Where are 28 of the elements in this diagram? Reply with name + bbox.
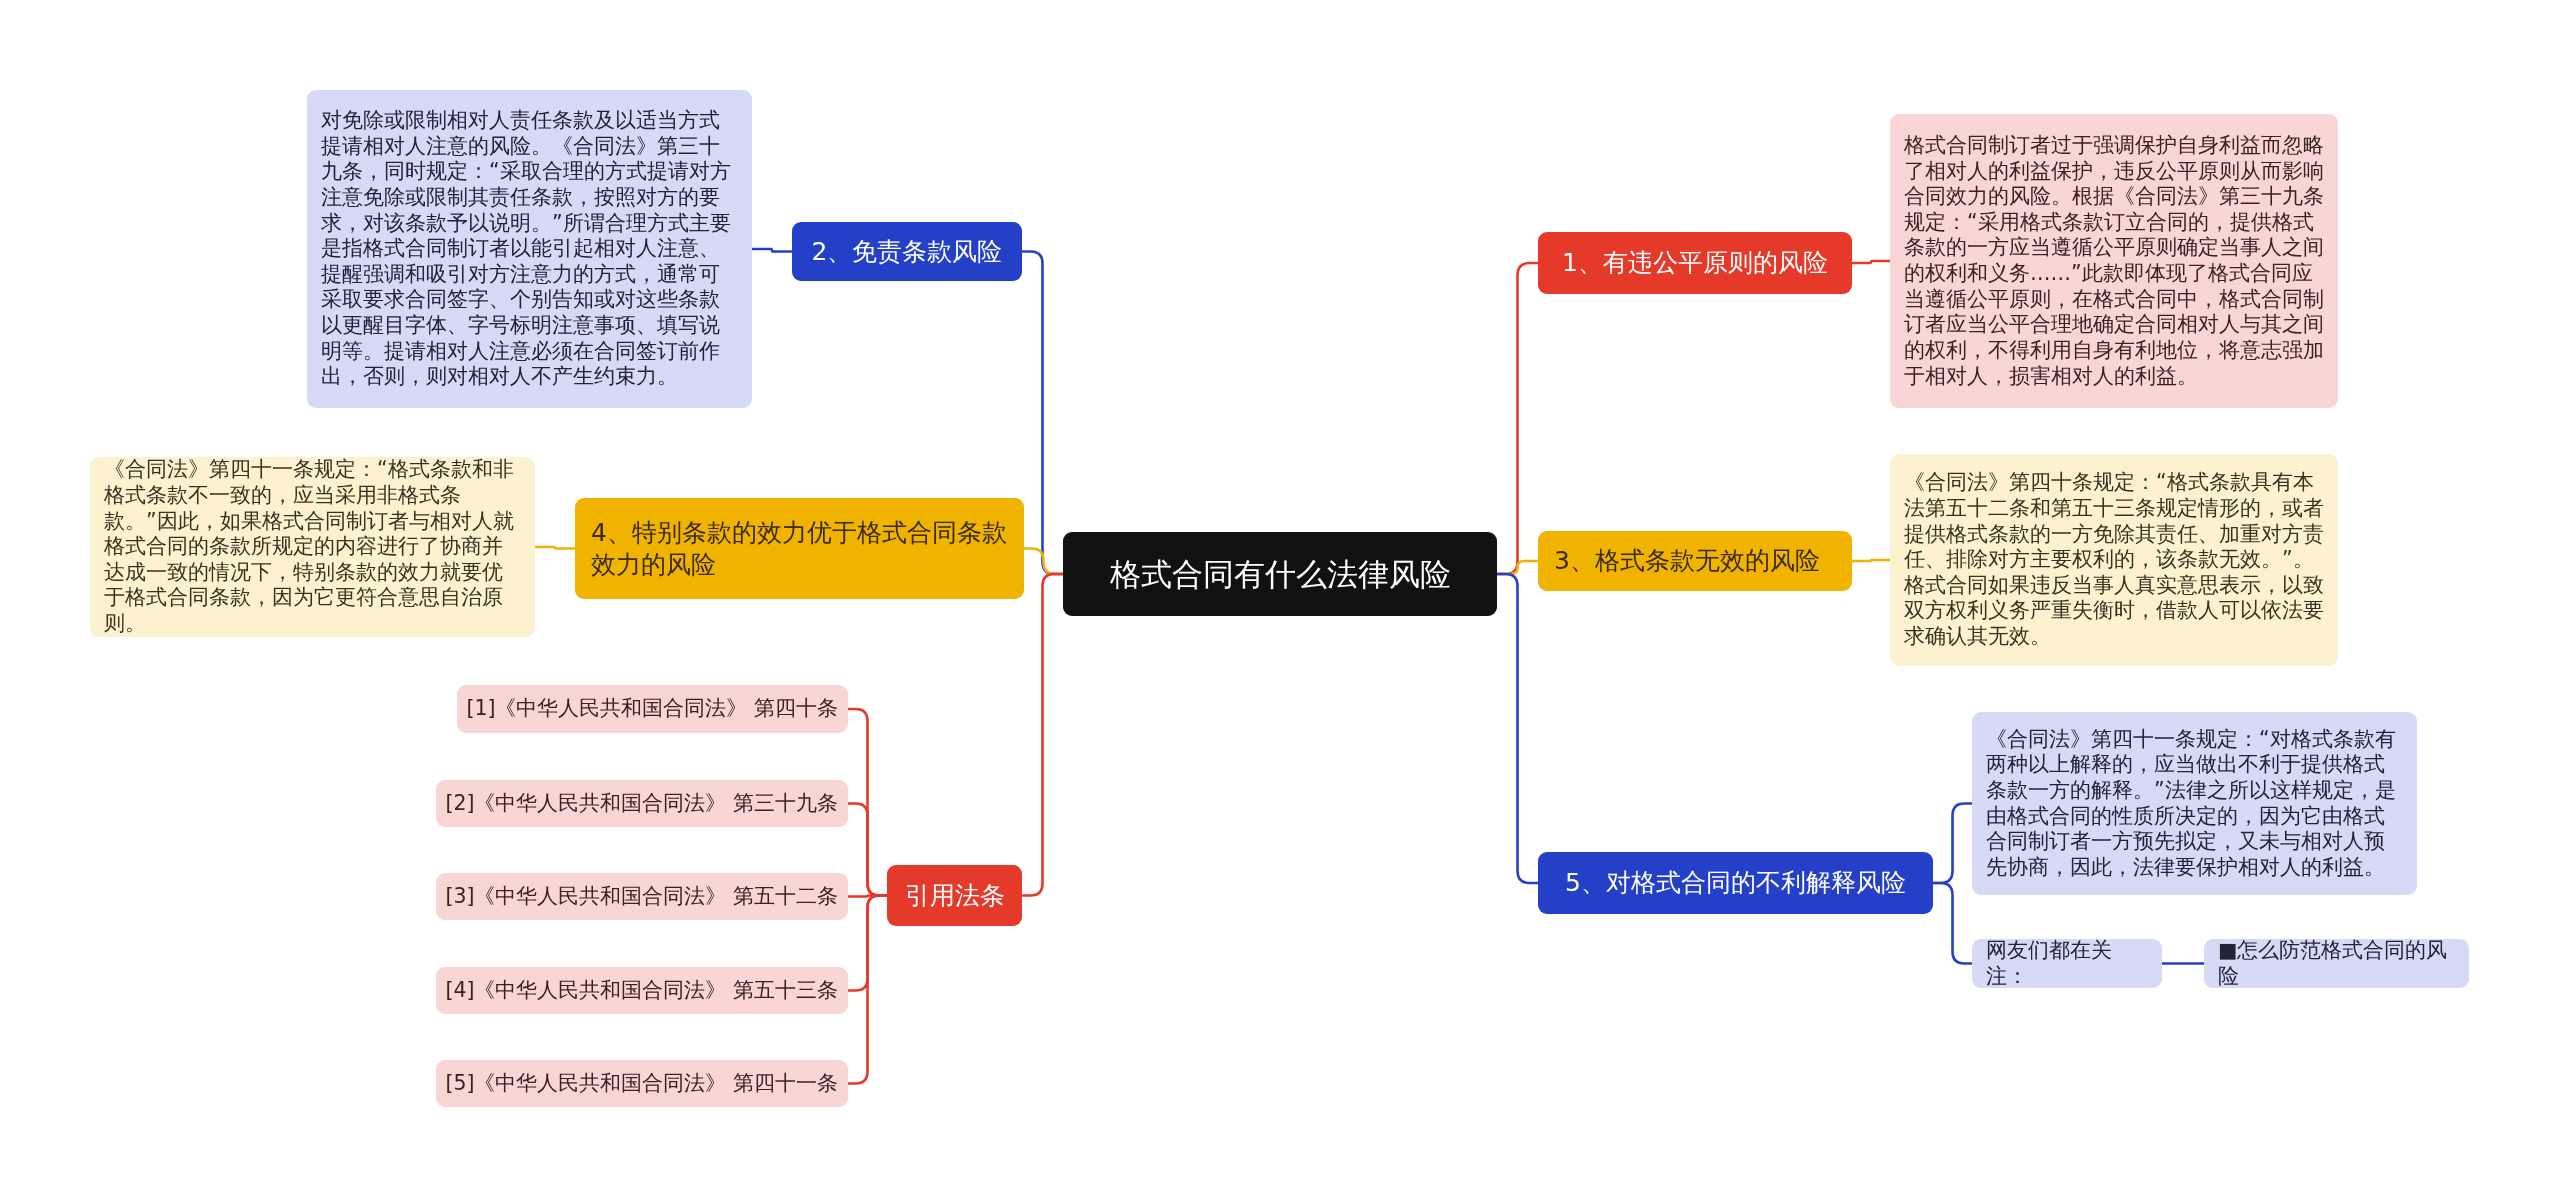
note-box: 格式合同制订者过于强调保护自身利益而忽略了相对人的利益保护，违反公平原则从而影响合同效力的风险。根据《合同法》第三十九条规定：“采用格式条款订立合同的，提供格式条款的一方应当遵循公平原则确定当事人之间的权利和义务……”此款即体现了格式合同应当遵循公平原则，在格式合同中，格式合同制订者应当公平合理地确定合同相对人与其之间的权利，不得利用自身有利地位，将意志强加于相对人，损害相对人的利益。 [1890,114,2338,408]
note-box: 对免除或限制相对人责任条款及以适当方式提请相对人注意的风险。《合同法》第三十九条，同时规定：“采取合理的方式提请对方注意免除或限制其责任条款，按照对方的要求，对该条款予以说明。”所谓合理方式主要是指格式合同制订者以能引起相对人注意、提醒强调和吸引对方注意力的方式，通常可采取要求合同签字、个别告知或对这些条款以更醒目字体、字号标明注意事项、填写说明等。提请相对人注意必须在合同签订前作出，否则，则对相对人不产生约束力。 [307,90,752,408]
citation-box: [3]《中华人民共和国合同法》 第五十二条 [436,873,848,920]
topic-box: 5、对格式合同的不利解释风险 [1538,852,1933,914]
connector-line [1852,259,1890,265]
citation-box: [2]《中华人民共和国合同法》 第三十九条 [436,780,848,827]
connector-line [752,247,792,253]
central-topic-box: 格式合同有什么法律风险 [1063,532,1497,616]
note-box: 《合同法》第四十一条规定：“格式条款和非格式条款不一致的，应当采用非格式条款。”因此，如果格式合同制订者与相对人就格式合同的条款所规定的内容进行了协商并达成一致的情况下，特别条款的效力就要优于格式合同条款，因为它更符合意思自治原则。 [90,457,535,637]
topic-box: 引用法条 [887,865,1022,926]
topic-box: 3、格式条款无效的风险 [1538,531,1852,591]
note-box: 《合同法》第四十条规定：“格式条款具有本法第五十二条和第五十三条规定情形的，或者提供格式条款的一方免除其责任、加重对方责任、排除对方主要权利的，该条款无效。”。格式合同如果违反当事人真实意思表示，以致双方权利义务严重失衡时，借款人可以依法要求确认其无效。 [1890,454,2338,666]
citation-box: [5]《中华人民共和国合同法》 第四十一条 [436,1060,848,1107]
topic-box: 4、特别条款的效力优于格式合同条款效力的风险 [575,498,1024,599]
note-box: 网友们都在关注： [1972,939,2162,988]
citation-box: [1]《中华人民共和国合同法》 第四十条 [457,685,848,733]
connector-line [848,894,887,1085]
topic-box: 1、有违公平原则的风险 [1538,232,1852,294]
connector-line [1852,558,1890,563]
connector-line [535,545,575,550]
topic-box: 2、免责条款风险 [792,222,1022,281]
connector-line [1022,572,1063,897]
note-box: ■怎么防范格式合同的风险 [2204,939,2469,988]
note-box: 《合同法》第四十一条规定：“对格式条款有两种以上解释的，应当做出不利于提供格式条款一方的解释。”法律之所以这样规定，是由格式合同的性质所决定的，因为它由格式合同制订者一方预先拟定，又未与相对人预先协商，因此，法律要保护相对人的利益。 [1972,712,2417,895]
connector-line [2162,962,2204,965]
citation-box: [4]《中华人民共和国合同法》 第五十三条 [436,967,848,1014]
connector-line [1497,572,1538,885]
connector-line [1933,881,1972,965]
